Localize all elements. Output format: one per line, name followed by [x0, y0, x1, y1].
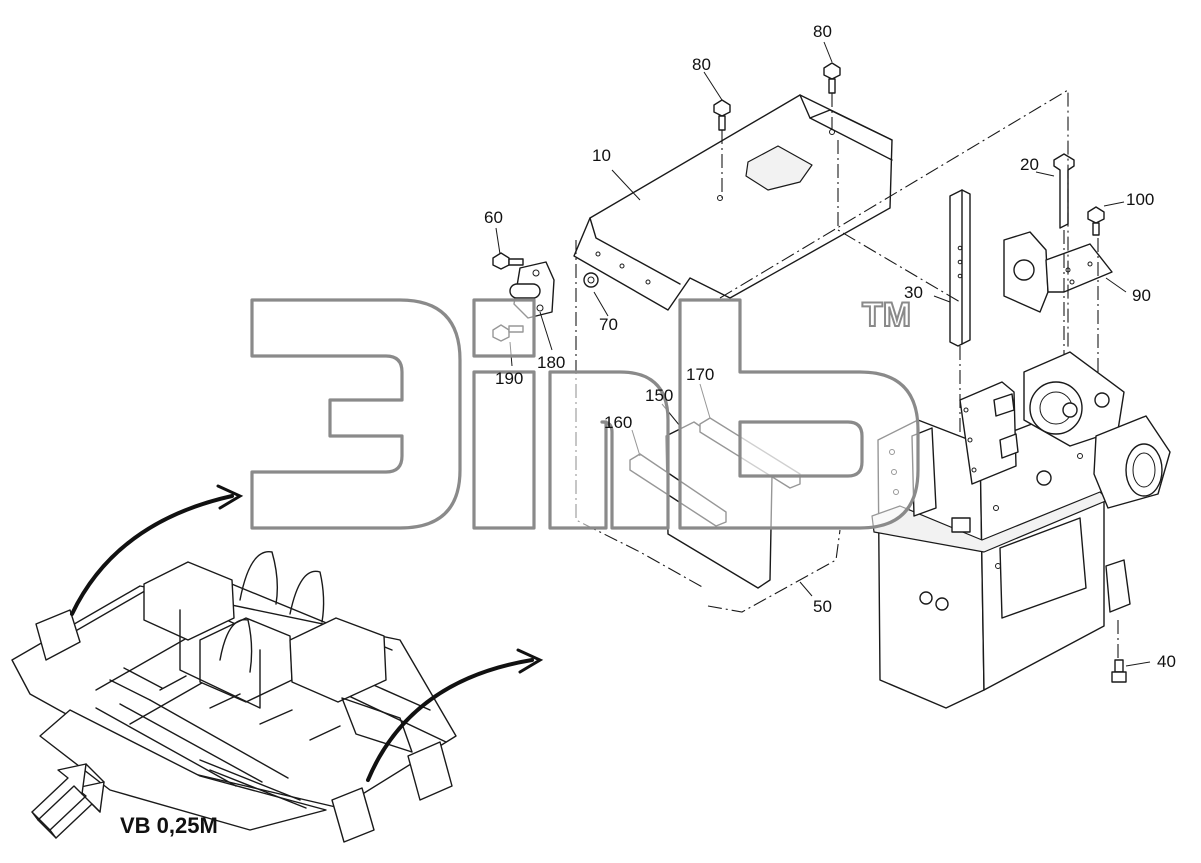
detail-arrow-right — [366, 658, 534, 782]
callout-30: 30 — [904, 283, 923, 302]
callout-90: 90 — [1132, 286, 1151, 305]
callout-190: 190 — [495, 369, 524, 388]
callout-80-right: 80 — [813, 22, 832, 41]
bolt-60 — [492, 252, 524, 270]
watermark-logo — [250, 298, 920, 530]
callout-20: 20 — [1020, 155, 1039, 174]
callout-100: 100 — [1126, 190, 1155, 209]
washer-70 — [583, 272, 599, 288]
square-tube-30 — [949, 189, 971, 347]
bracket-90 — [1003, 231, 1113, 313]
bolt-80-right — [823, 62, 841, 94]
detail-arrow-left-head — [216, 484, 244, 510]
machine-overview — [11, 551, 457, 843]
view-direction-arrow — [31, 763, 105, 839]
callout-10: 10 — [592, 146, 611, 165]
bolt-100 — [1087, 206, 1105, 236]
view-scale-label: VB 0,25M — [120, 813, 218, 838]
callout-70: 70 — [599, 315, 618, 334]
detail-arrow-left — [70, 494, 234, 616]
callout-80-left: 80 — [692, 55, 711, 74]
callout-60: 60 — [484, 208, 503, 227]
bolt-80-left — [713, 99, 731, 131]
callout-170: 170 — [686, 365, 715, 384]
frame-assembly — [871, 351, 1171, 709]
screw-40 — [1111, 659, 1127, 683]
watermark-trademark: TM — [861, 296, 912, 334]
callout-50: 50 — [813, 597, 832, 616]
callout-40: 40 — [1157, 652, 1176, 671]
callout-150: 150 — [645, 386, 674, 405]
cover-plate-10 — [573, 94, 893, 311]
detail-arrow-right-head — [516, 648, 544, 674]
callout-180: 180 — [537, 353, 566, 372]
callout-160: 160 — [604, 413, 633, 432]
spacer-20 — [1053, 153, 1075, 229]
